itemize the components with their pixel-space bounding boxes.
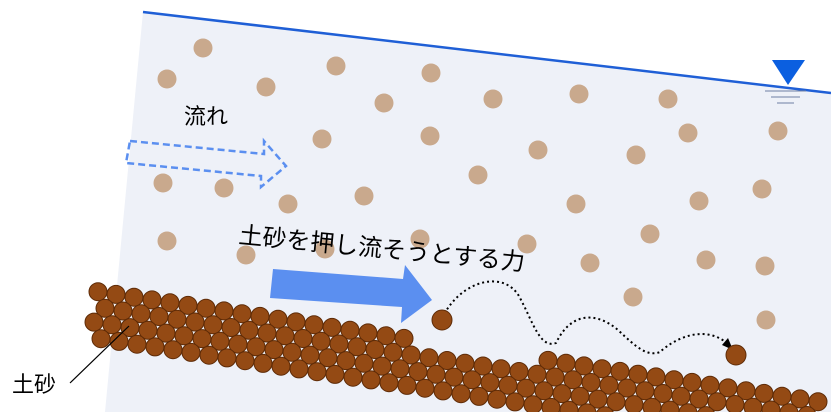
suspended-particle — [755, 256, 775, 276]
suspended-particle — [193, 38, 213, 58]
suspended-particle — [483, 89, 503, 109]
bed-particle — [343, 367, 363, 387]
bed-particle — [697, 406, 715, 412]
bed-particle — [91, 329, 111, 349]
suspended-particle — [626, 145, 646, 165]
bed-particle — [271, 356, 291, 376]
bed-particle — [624, 395, 644, 412]
bed-particle — [145, 337, 165, 357]
bed-particle — [379, 373, 399, 393]
water-level-triangle-icon — [765, 60, 806, 104]
bed-particle — [596, 406, 614, 412]
bed-particle — [361, 370, 381, 390]
water-body — [105, 12, 831, 412]
bed-particle — [397, 375, 417, 395]
bed-particle — [415, 378, 435, 398]
sediment-leader-line — [69, 325, 130, 384]
suspended-particle — [312, 129, 332, 149]
bed-particle — [253, 353, 273, 373]
bed-particle — [88, 282, 108, 302]
suspended-particle — [153, 173, 173, 193]
suspended-particle — [236, 245, 256, 265]
bed-particle — [523, 395, 543, 412]
suspended-particle — [326, 56, 346, 76]
bed-particle — [743, 397, 763, 412]
suspended-particle — [569, 84, 589, 104]
bed-particle — [808, 392, 828, 412]
bed-particle — [199, 345, 219, 365]
suspended-particle — [256, 77, 276, 97]
flow-label: 流れ — [184, 105, 228, 130]
suspended-particle — [696, 250, 716, 270]
water-surface-line — [142, 10, 831, 95]
suspended-particle — [315, 239, 335, 259]
suspended-particle — [640, 224, 660, 244]
bed-particle — [505, 392, 525, 412]
bed-particle — [289, 359, 309, 379]
bed-particle — [325, 364, 345, 384]
bed-particle — [127, 334, 147, 354]
suspended-particle — [689, 191, 709, 211]
bed-particle — [163, 340, 183, 360]
suspended-particle — [517, 234, 537, 254]
bed-particle — [487, 389, 507, 409]
bed-particle — [84, 312, 104, 332]
force-arrow — [270, 265, 432, 323]
bed-particle — [469, 386, 489, 406]
bed-particle — [541, 397, 561, 412]
bed-particle — [394, 328, 414, 348]
suspended-particle — [658, 89, 678, 109]
suspended-particle — [566, 194, 586, 214]
bed-particle — [798, 406, 816, 412]
suspended-particle — [157, 69, 177, 89]
bed-particle — [451, 384, 471, 404]
bed-particle — [642, 397, 662, 412]
suspended-particle — [752, 179, 772, 199]
suspended-particle — [214, 178, 234, 198]
suspended-particle — [278, 194, 298, 214]
suspended-particle — [528, 140, 548, 160]
sediment-bed — [84, 282, 828, 412]
suspended-particle — [421, 63, 441, 83]
bed-particle — [235, 351, 255, 371]
suspended-particle — [468, 165, 488, 185]
suspended-particle — [580, 253, 600, 273]
bed-particle — [307, 362, 327, 382]
suspended-particles — [153, 38, 788, 330]
moving-particle-end — [725, 344, 747, 366]
bed-particle — [181, 342, 201, 362]
bed-particle — [577, 403, 597, 412]
bed-particle — [678, 403, 698, 412]
suspended-particle — [410, 229, 430, 249]
suspended-particle — [354, 186, 374, 206]
suspended-particle — [420, 126, 440, 146]
suspended-particle — [768, 121, 788, 141]
saltation-trajectory — [441, 280, 729, 355]
bed-particle — [725, 395, 745, 412]
suspended-particle — [756, 310, 776, 330]
flow-arrow — [124, 137, 288, 190]
bed-particle — [433, 381, 453, 401]
suspended-particle — [678, 123, 698, 143]
bed-particle — [779, 403, 799, 412]
bed-particle — [217, 348, 237, 368]
moving-particle-start — [431, 309, 453, 331]
sediment-label: 土砂 — [12, 373, 56, 398]
suspended-particle — [157, 231, 177, 251]
suspended-particle — [623, 287, 643, 307]
suspended-particle — [374, 93, 394, 113]
